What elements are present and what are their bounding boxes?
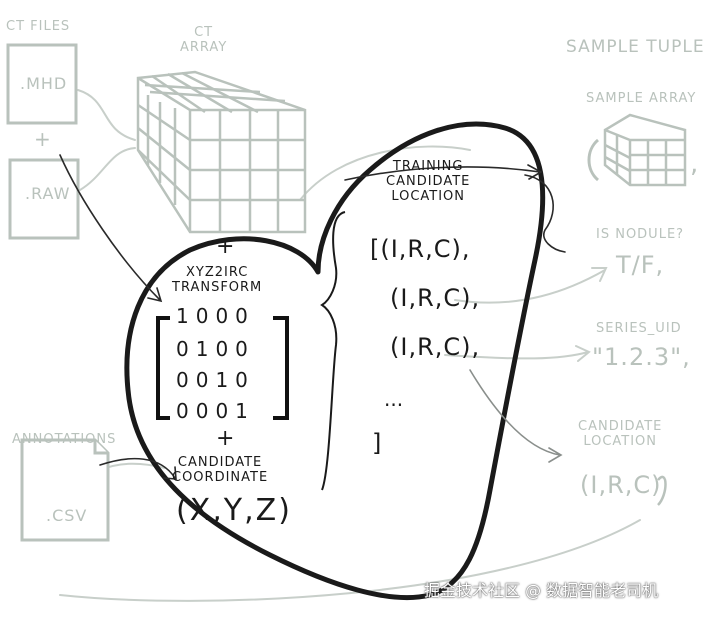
sample-array-cube <box>603 113 687 187</box>
matrix-row-4: 0001 <box>176 399 255 423</box>
mhd-file-box <box>6 43 78 125</box>
csv-file-box <box>20 438 110 542</box>
sample-array-label: SAMPLE ARRAY <box>586 91 697 106</box>
location-list-ellipsis: ... <box>384 387 404 411</box>
is-nodule-label: IS NODULE? <box>596 227 685 242</box>
heart-outline <box>124 121 546 601</box>
isnodule-arrow <box>454 267 608 304</box>
seriesuid-arrow <box>444 345 591 362</box>
series-uid-label: SERIES_UID <box>596 321 682 336</box>
location-list-item-3: (I,R,C), <box>390 333 481 361</box>
transform-label: XYZ2IRC TRANSFORM <box>172 265 263 295</box>
plus-sign-coordinate: + <box>216 426 235 451</box>
ct-files-label: CT FILES <box>6 19 71 34</box>
plus-sign-transform: + <box>216 234 235 259</box>
tuple-comma-1: , <box>690 149 699 179</box>
tuple-curl-arrow <box>524 174 566 253</box>
raw-file-box <box>8 158 80 240</box>
location-curly-brace <box>320 211 346 491</box>
location-list-item-1: [(I,R,C), <box>370 235 471 263</box>
watermark-text: 掘金技术社区 @ 数据智能老司机 <box>424 581 659 600</box>
training-candidate-location-label: TRAINING CANDIDATE LOCATION <box>386 159 471 204</box>
candidate-location-value: (I,R,C) <box>580 471 662 499</box>
matrix-right-bracket <box>273 316 289 420</box>
csv-file-label: .CSV <box>46 506 88 525</box>
candidate-close-paren <box>657 475 667 506</box>
matrix-left-bracket <box>156 316 170 420</box>
ct-array-cube <box>136 70 307 234</box>
raw-to-array-arrow <box>79 147 136 191</box>
connector-arrows <box>59 89 641 602</box>
sample-tuple-label: SAMPLE TUPLE <box>566 37 705 57</box>
bottom-sweep-arrow <box>59 519 641 602</box>
candidate-coordinate-label: CANDIDATE COORDINATE <box>172 455 269 485</box>
raw-file-label: .RAW <box>25 184 71 203</box>
ct-array-label: CT ARRAY <box>180 25 228 55</box>
location-list-item-2: (I,R,C), <box>390 284 481 312</box>
matrix-row-2: 0100 <box>176 337 255 361</box>
plus-sign-files: + <box>34 127 51 151</box>
ct-file-boxes <box>6 43 110 542</box>
raw-to-transform-arrow <box>59 154 163 303</box>
xyz-coordinate: (X,Y,Z) <box>176 493 292 528</box>
tuple-open-paren <box>587 138 600 182</box>
dark-arrows <box>59 154 566 480</box>
location-to-candidate-arrow <box>469 369 563 463</box>
array-to-tuple-arrow <box>299 145 471 201</box>
matrix-brackets <box>156 316 289 420</box>
is-nodule-value: T/F, <box>616 251 665 279</box>
csv-file-fold <box>93 440 108 455</box>
matrix-row-3: 0010 <box>176 368 255 392</box>
series-uid-value: "1.2.3", <box>592 343 691 371</box>
candidate-location-label: CANDIDATE LOCATION <box>578 419 663 449</box>
mhd-file-label: .MHD <box>20 74 68 93</box>
location-list-close: ] <box>372 429 383 457</box>
matrix-row-1: 1000 <box>176 304 255 328</box>
annotations-label: ANNOTATIONS <box>12 432 117 447</box>
csv-to-coordinate-arrow <box>99 457 177 480</box>
mhd-to-array-arrow <box>77 89 136 141</box>
